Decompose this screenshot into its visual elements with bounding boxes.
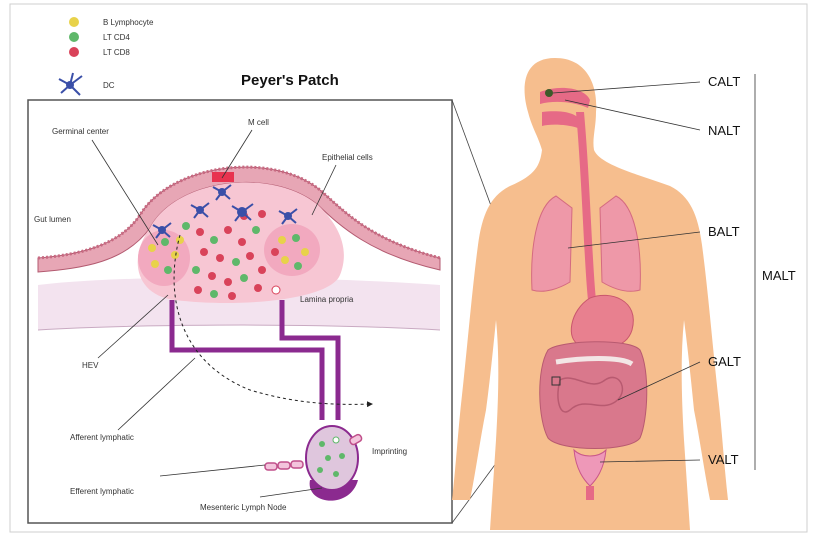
legend-lt-cd8: LT CD8 bbox=[103, 48, 130, 57]
label-m-cell: M cell bbox=[248, 118, 269, 127]
label-galt: GALT bbox=[708, 354, 741, 369]
label-gut-lumen: Gut lumen bbox=[34, 215, 71, 224]
label-imprinting: Imprinting bbox=[372, 447, 407, 456]
label-balt: BALT bbox=[708, 224, 740, 239]
label-nalt: NALT bbox=[708, 123, 740, 138]
legend-lt-cd4: LT CD4 bbox=[103, 33, 130, 42]
label-lamina-propria: Lamina propria bbox=[300, 295, 354, 304]
label-germinal-center: Germinal center bbox=[52, 127, 109, 136]
lt-cd4-swatch bbox=[69, 32, 79, 42]
vaginal-canal bbox=[586, 486, 594, 500]
label-epithelial-cells: Epithelial cells bbox=[322, 153, 373, 162]
lt-cd8-swatch bbox=[69, 47, 79, 57]
b-lymphocyte-swatch bbox=[69, 17, 79, 27]
label-malt: MALT bbox=[762, 268, 796, 283]
label-efferent-lymphatic: Efferent lymphatic bbox=[70, 487, 134, 496]
label-mesenteric-lymph-node: Mesenteric Lymph Node bbox=[200, 503, 287, 512]
label-afferent-lymphatic: Afferent lymphatic bbox=[70, 433, 134, 442]
label-valt: VALT bbox=[708, 452, 739, 467]
label-hev: HEV bbox=[82, 361, 99, 370]
calt-marker bbox=[545, 89, 553, 97]
label-calt: CALT bbox=[708, 74, 740, 89]
diagram-title: Peyer's Patch bbox=[241, 72, 339, 89]
legend-dc: DC bbox=[103, 81, 115, 90]
legend-b-lymphocyte: B Lymphocyte bbox=[103, 18, 154, 27]
